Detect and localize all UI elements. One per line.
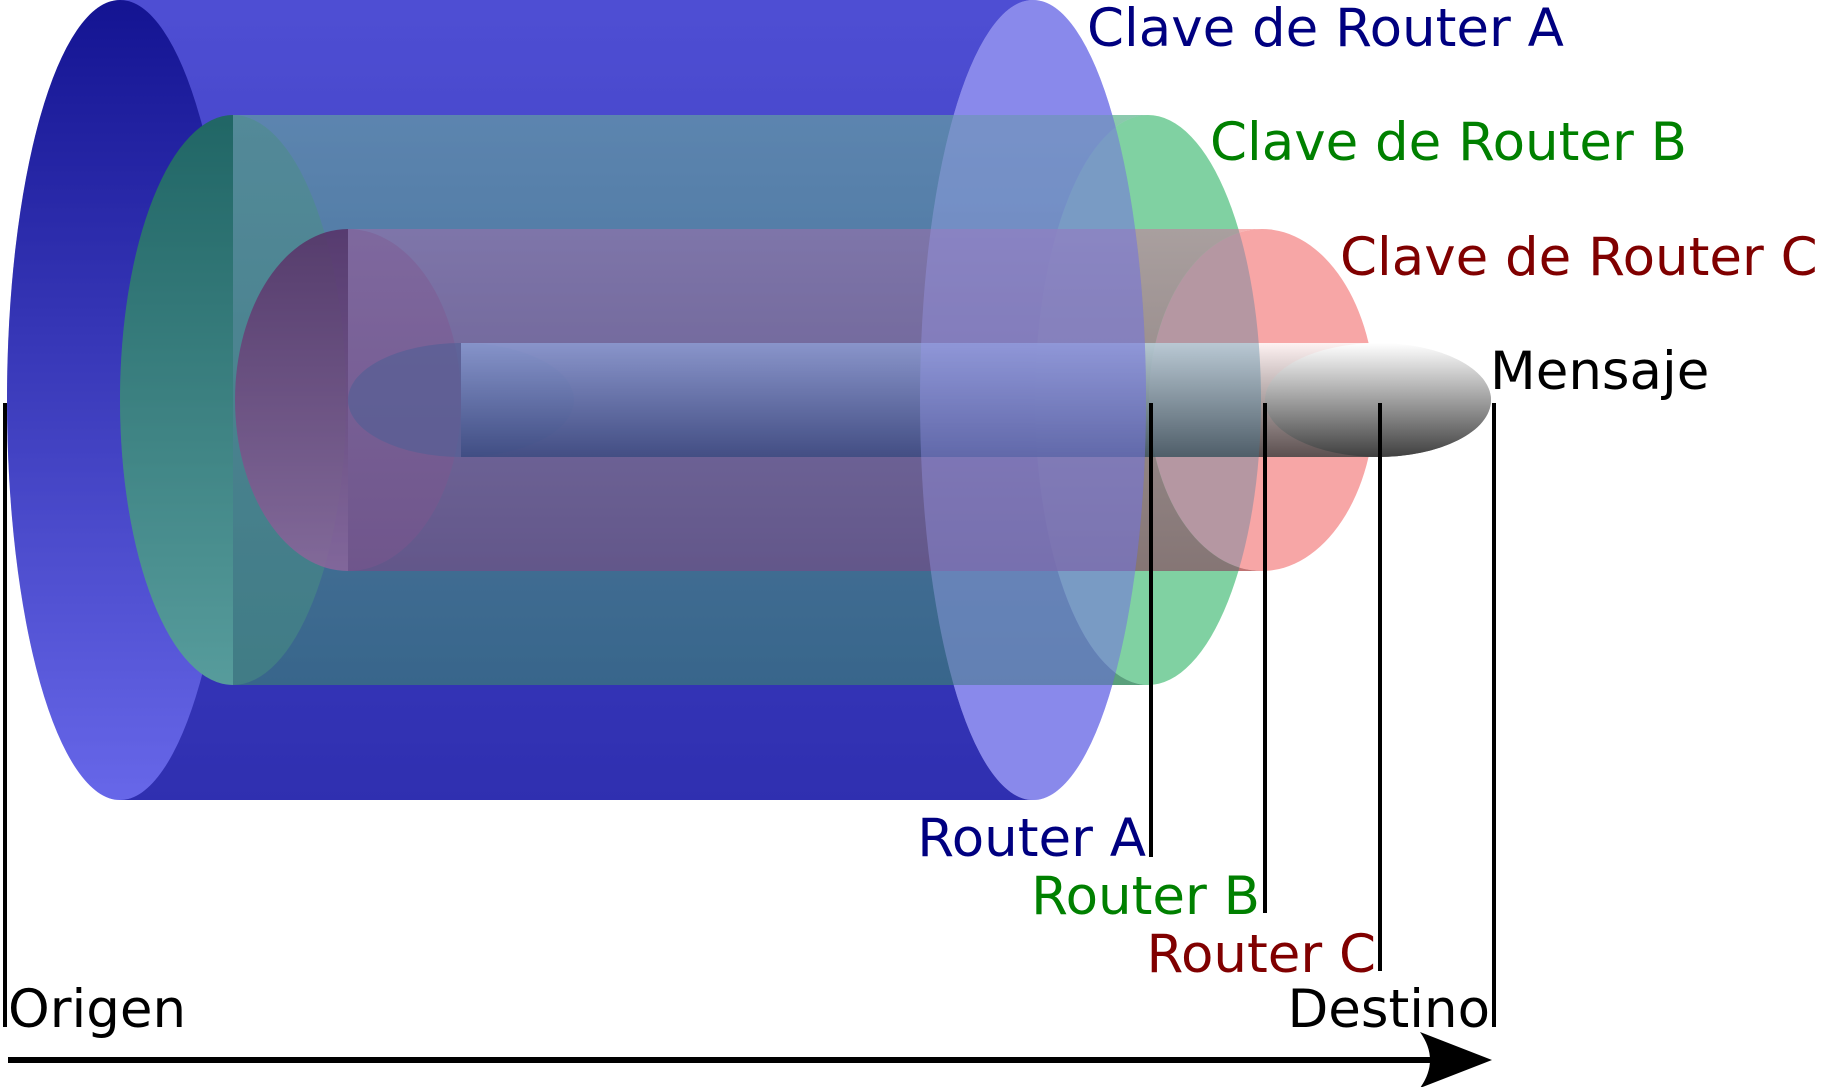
router-b-overlay: [120, 115, 1261, 685]
layer-message: [348, 343, 1491, 457]
router-label-a: Router A: [917, 808, 1146, 869]
router-a-back-ring: [920, 0, 1146, 800]
marker-lines: [3, 403, 1496, 1027]
message-label: Mensaje: [1490, 341, 1709, 402]
key-label-router-c: Clave de Router C: [1340, 227, 1818, 288]
key-label-router-b: Clave de Router B: [1210, 112, 1687, 173]
router-label-b: Router B: [1031, 866, 1260, 927]
message-tube-body: [461, 343, 1491, 457]
key-label-router-a: Clave de Router A: [1087, 0, 1564, 59]
destination-label: Destino: [1287, 979, 1490, 1040]
router-a-overlay: [7, 0, 1146, 800]
router-label-c: Router C: [1147, 924, 1377, 985]
message-back-cap: [1265, 343, 1491, 457]
arrow-head-icon: [1420, 1032, 1492, 1087]
direction-arrow: [8, 1032, 1492, 1087]
origin-label: Origen: [8, 979, 186, 1040]
